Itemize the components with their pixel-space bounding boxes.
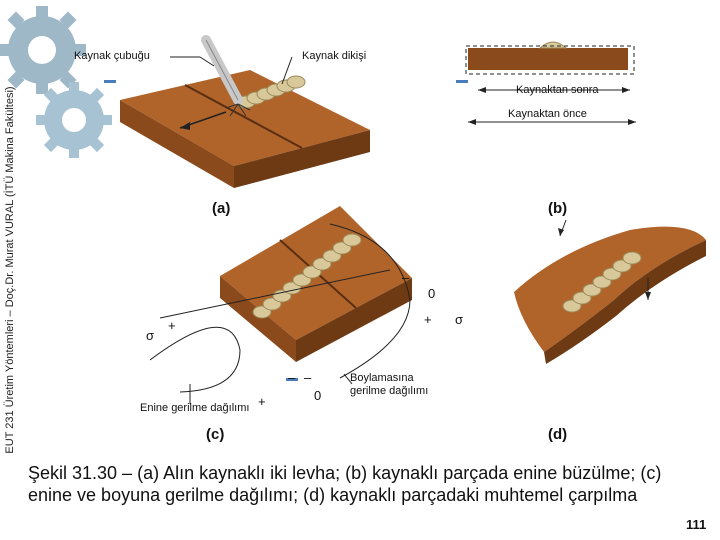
transverse-stress-label: Enine gerilme dağılımı bbox=[140, 402, 250, 414]
sigma-symbol: σ bbox=[455, 312, 464, 327]
zero-mark: 0 bbox=[314, 388, 322, 403]
longitudinal-stress-label: Boylamasına gerilme dağılımı bbox=[350, 372, 429, 397]
zero-mark: 0 bbox=[428, 286, 436, 301]
panel-label-a: (a) bbox=[212, 200, 231, 217]
before-welding-label: Kaynaktan önce bbox=[508, 108, 587, 120]
sigma-symbol: σ bbox=[146, 328, 155, 343]
panel-label-c: (c) bbox=[206, 426, 225, 443]
welding-rod-label: Kaynak çubuğu bbox=[74, 50, 150, 62]
panel-label-b: (b) bbox=[548, 200, 568, 217]
stress-plates-c bbox=[149, 206, 412, 404]
page-number: 111 bbox=[686, 517, 707, 532]
distorted-plate-d bbox=[514, 219, 706, 364]
minus-sign: – bbox=[304, 370, 312, 385]
panel-label-d: (d) bbox=[548, 426, 568, 443]
cross-section-b bbox=[465, 41, 636, 125]
minus-sign: – bbox=[402, 270, 410, 285]
minus-sign: – bbox=[288, 370, 296, 385]
welded-plates-a bbox=[120, 35, 370, 188]
gear-icon bbox=[0, 6, 86, 94]
after-welding-label: Kaynaktan sonra bbox=[516, 84, 599, 96]
weld-bead-label: Kaynak dikişi bbox=[302, 50, 367, 62]
plus-sign: + bbox=[258, 394, 266, 409]
gear-icon bbox=[36, 82, 112, 158]
plus-sign: + bbox=[424, 312, 432, 327]
figure-caption: Şekil 31.30 – (a) Alın kaynaklı iki levh… bbox=[28, 463, 662, 505]
plus-sign: + bbox=[168, 318, 176, 333]
